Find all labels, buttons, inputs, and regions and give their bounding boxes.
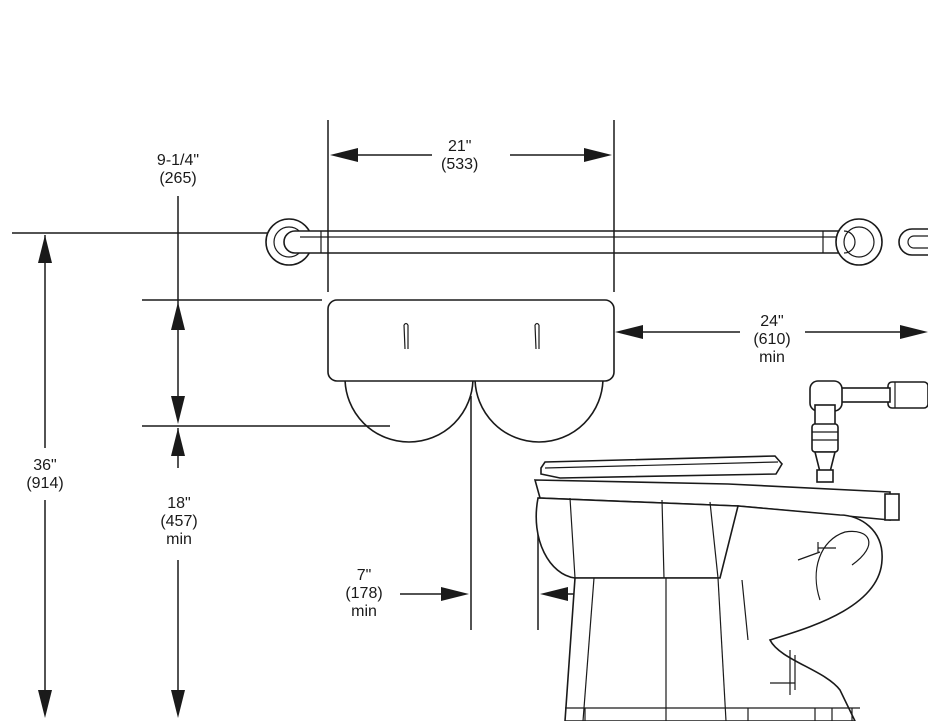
width-value: 21": [447, 138, 472, 155]
bar-height-dimension-lines: [38, 235, 52, 718]
floor-height-note: min: [166, 531, 192, 548]
toilet: [533, 380, 928, 721]
offset-label: 9-1/4" (265): [136, 152, 220, 188]
bar-height-metric: (914): [26, 475, 64, 492]
front-offset-note: min: [351, 603, 377, 620]
clearance-metric: (610): [753, 331, 791, 348]
clearance-label: 24" (610) min: [740, 313, 804, 367]
bar-height-value: 36": [33, 457, 57, 474]
clearance-dimension-lines: [615, 325, 928, 339]
grab-bar: [12, 218, 928, 266]
offset-value: 9-1/4": [156, 152, 200, 169]
width-metric: (533): [441, 156, 479, 173]
floor-height-value: 18": [167, 495, 191, 512]
front-offset-metric: (178): [345, 585, 383, 602]
clearance-note: min: [759, 349, 785, 366]
floor-height-dimension-lines: [171, 428, 185, 718]
width-dimension-lines: [327, 120, 615, 292]
offset-metric: (265): [159, 170, 197, 187]
front-offset-value: 7": [356, 567, 372, 584]
offset-dimension-lines: [142, 196, 322, 424]
floor-height-label: 18" (457) min: [150, 495, 208, 549]
bar-height-label: 36" (914): [16, 457, 74, 493]
front-offset-label: 7" (178) min: [336, 567, 392, 621]
clearance-value: 24": [760, 313, 784, 330]
front-offset-dimension-lines: [400, 396, 585, 630]
width-label: 21" (533): [441, 138, 479, 174]
floor-height-metric: (457): [160, 513, 198, 530]
